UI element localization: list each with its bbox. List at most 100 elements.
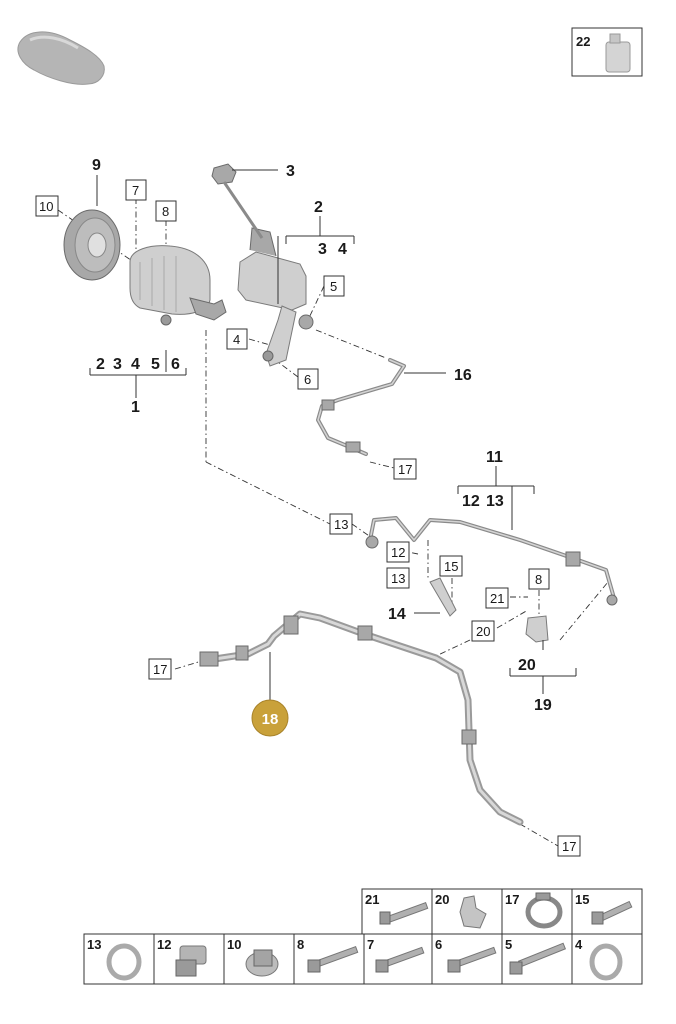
box-8-right[interactable]: 8 (528, 568, 550, 590)
label-cap: 3 (286, 163, 295, 180)
part-labels: 9 3 2 3 4 2 3 4 5 6 1 16 11 12 13 14 20 … (92, 157, 552, 714)
svg-text:20: 20 (476, 624, 490, 639)
box-17-left[interactable]: 17 (148, 658, 172, 680)
box-13-left[interactable]: 13 (329, 513, 353, 535)
svg-text:6: 6 (435, 937, 442, 952)
banjo-bolt-icon (175, 945, 207, 977)
hardware-cell-15[interactable]: 15 (571, 888, 643, 935)
label-pump-sub-5: 5 (151, 356, 160, 373)
label-bracket: 14 (388, 606, 406, 623)
pressure-line-part (365, 516, 618, 606)
hardware-cell-5[interactable]: 5 (501, 933, 573, 985)
svg-text:10: 10 (39, 199, 53, 214)
cap-part (211, 163, 264, 239)
label-pump-sub-2: 2 (96, 356, 105, 373)
svg-text:12: 12 (391, 545, 405, 560)
svg-text:5: 5 (505, 937, 512, 952)
svg-text:5: 5 (330, 279, 337, 294)
svg-text:21: 21 (365, 892, 379, 907)
label-line-assy-sub-12: 12 (462, 493, 480, 510)
label-pump-sub-6: 6 (171, 356, 180, 373)
pulley-part (63, 209, 121, 281)
svg-text:15: 15 (575, 892, 589, 907)
svg-text:4: 4 (233, 332, 240, 347)
callout-18-badge[interactable]: 18 (251, 699, 289, 737)
box-10[interactable]: 10 (35, 195, 59, 217)
bolt-icon (379, 902, 429, 925)
boxed-numbers: 10 7 8 5 4 6 17 13 12 13 15 8 21 20 17 1… (35, 179, 581, 857)
hardware-cell-10[interactable]: 10 (223, 933, 295, 985)
label-reservoir: 2 (314, 199, 323, 216)
svg-text:17: 17 (398, 462, 412, 477)
long-bolt-icon (509, 942, 567, 975)
svg-text:7: 7 (132, 183, 139, 198)
box-12[interactable]: 12 (386, 541, 410, 563)
hardware-cell-6[interactable]: 6 (431, 933, 503, 985)
box-6[interactable]: 6 (297, 368, 319, 390)
return-line-part (316, 358, 406, 456)
box-7[interactable]: 7 (125, 179, 147, 201)
svg-text:8: 8 (297, 937, 304, 952)
box-8[interactable]: 8 (155, 200, 177, 222)
svg-text:17: 17 (505, 892, 519, 907)
label-clip: 19 (534, 697, 552, 714)
label-pump-sub-4: 4 (131, 356, 140, 373)
bolt-icon (447, 946, 497, 973)
hardware-cell-21[interactable]: 21 (361, 888, 433, 935)
box-20[interactable]: 20 (471, 620, 495, 642)
label-brackets (89, 169, 577, 702)
hardware-cell-17[interactable]: 17 (501, 888, 573, 935)
hardware-cell-7[interactable]: 7 (363, 933, 433, 985)
svg-text:4: 4 (575, 937, 583, 952)
svg-text:21: 21 (490, 591, 504, 606)
box-13-mid[interactable]: 13 (386, 567, 410, 589)
svg-text:20: 20 (435, 892, 449, 907)
reservoir-part (237, 227, 314, 367)
car-silhouette-icon (17, 31, 105, 85)
catalog-badge[interactable]: 22 (571, 27, 643, 77)
box-17-top[interactable]: 17 (393, 458, 417, 480)
flange-nut-icon (245, 949, 279, 977)
hose-clip-icon (459, 895, 487, 929)
svg-text:15: 15 (444, 559, 458, 574)
svg-text:10: 10 (227, 937, 241, 952)
label-reservoir-sub-4: 4 (338, 241, 347, 258)
hardware-cell-4[interactable]: 4 (571, 933, 643, 985)
bracket-part (429, 577, 457, 617)
box-21[interactable]: 21 (485, 587, 509, 609)
box-15[interactable]: 15 (439, 555, 463, 577)
long-bolt-icon (307, 946, 359, 973)
svg-text:6: 6 (304, 372, 311, 387)
label-line-assy-sub-13: 13 (486, 493, 504, 510)
svg-text:13: 13 (391, 571, 405, 586)
label-return-line: 16 (454, 367, 472, 384)
clamp-ring-icon (525, 892, 563, 929)
hardware-table: 21 20 17 15 13 12 (83, 888, 643, 985)
label-line-assy: 11 (486, 449, 503, 466)
oil-bottle-icon (605, 33, 631, 73)
label-pulley: 9 (92, 157, 101, 174)
bolt-icon (375, 946, 425, 973)
steering-pump-part (129, 245, 227, 326)
label-reservoir-sub-3: 3 (318, 241, 327, 258)
label-pump-assy: 1 (131, 399, 140, 416)
hardware-cell-12[interactable]: 12 (153, 933, 225, 985)
screw-icon (591, 900, 633, 925)
svg-text:13: 13 (87, 937, 101, 952)
svg-text:17: 17 (153, 662, 167, 677)
clip-part (525, 615, 549, 643)
label-clip-assy: 20 (518, 657, 536, 674)
svg-text:8: 8 (535, 572, 542, 587)
box-4[interactable]: 4 (226, 328, 248, 350)
hardware-cell-20[interactable]: 20 (431, 888, 503, 935)
box-5[interactable]: 5 (323, 275, 345, 297)
svg-text:8: 8 (162, 204, 169, 219)
hardware-cell-8[interactable]: 8 (293, 933, 365, 985)
svg-text:12: 12 (157, 937, 171, 952)
box-17-bottom[interactable]: 17 (557, 835, 581, 857)
catalog-badge-number: 22 (576, 34, 590, 49)
label-pump-sub-3: 3 (113, 356, 122, 373)
hardware-cell-13[interactable]: 13 (83, 933, 155, 985)
callout-18-number: 18 (262, 711, 279, 728)
